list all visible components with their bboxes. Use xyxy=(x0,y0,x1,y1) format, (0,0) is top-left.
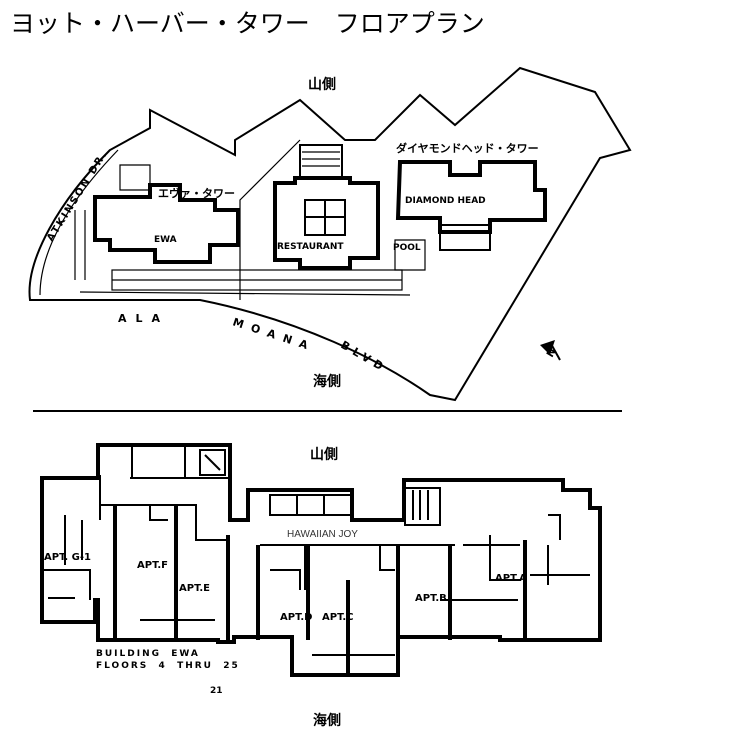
restaurant-roof xyxy=(299,144,343,178)
apt-b: APT.B xyxy=(415,593,447,604)
ewa-wing-outline xyxy=(40,443,602,677)
site-boundary xyxy=(28,66,632,402)
site-ocean-side: 海側 xyxy=(313,373,341,390)
restaurant-building xyxy=(273,176,380,270)
floors-range: FLOORS 4 THRU 25 xyxy=(96,661,240,671)
building-name: BUILDING EWA xyxy=(96,649,200,659)
label-ewa: EWA xyxy=(154,235,177,245)
floor-plan: 山側 HAWAIIAN JOY APT. G-1 APT.F APT.E APT… xyxy=(40,443,602,729)
page-title: ヨット・ハーバー・タワー フロアプラン xyxy=(10,9,485,38)
apt-c: APT.C xyxy=(322,612,354,623)
site-mountain-side: 山側 xyxy=(308,76,336,93)
apt-d: APT.D xyxy=(280,612,312,623)
north-label: N xyxy=(545,347,559,360)
label-pool: POOL xyxy=(393,243,421,253)
street-blvd: BLVD xyxy=(339,338,390,375)
floor-ocean-side: 海側 xyxy=(313,712,341,729)
label-diamond-head: DIAMOND HEAD xyxy=(405,196,486,206)
street-ala: ALA xyxy=(118,312,169,325)
floor-mountain-side: 山側 xyxy=(310,446,338,463)
label-hawaiian-joy: HAWAIIAN JOY xyxy=(287,529,358,540)
ewa-tower-jp: エヴァ・タワー xyxy=(158,186,235,200)
diamond-head-tower xyxy=(395,160,547,234)
apt-f: APT.F xyxy=(137,560,168,571)
site-plan: 山側 ダイヤモンドヘッド・タワー エヴァ・タワー EWA RESTAURANT … xyxy=(28,66,632,402)
street-moana: MOANA xyxy=(231,315,317,354)
ewa-tower xyxy=(93,183,240,264)
apt-g1: APT. G-1 xyxy=(44,552,91,563)
apt-a: APT.A xyxy=(495,573,527,584)
pool-area xyxy=(439,224,491,251)
page-number: 21 xyxy=(210,686,223,696)
apt-e: APT.E xyxy=(179,583,210,594)
diamond-head-tower-jp: ダイヤモンドヘッド・タワー xyxy=(396,141,539,155)
label-restaurant: RESTAURANT xyxy=(277,242,344,252)
